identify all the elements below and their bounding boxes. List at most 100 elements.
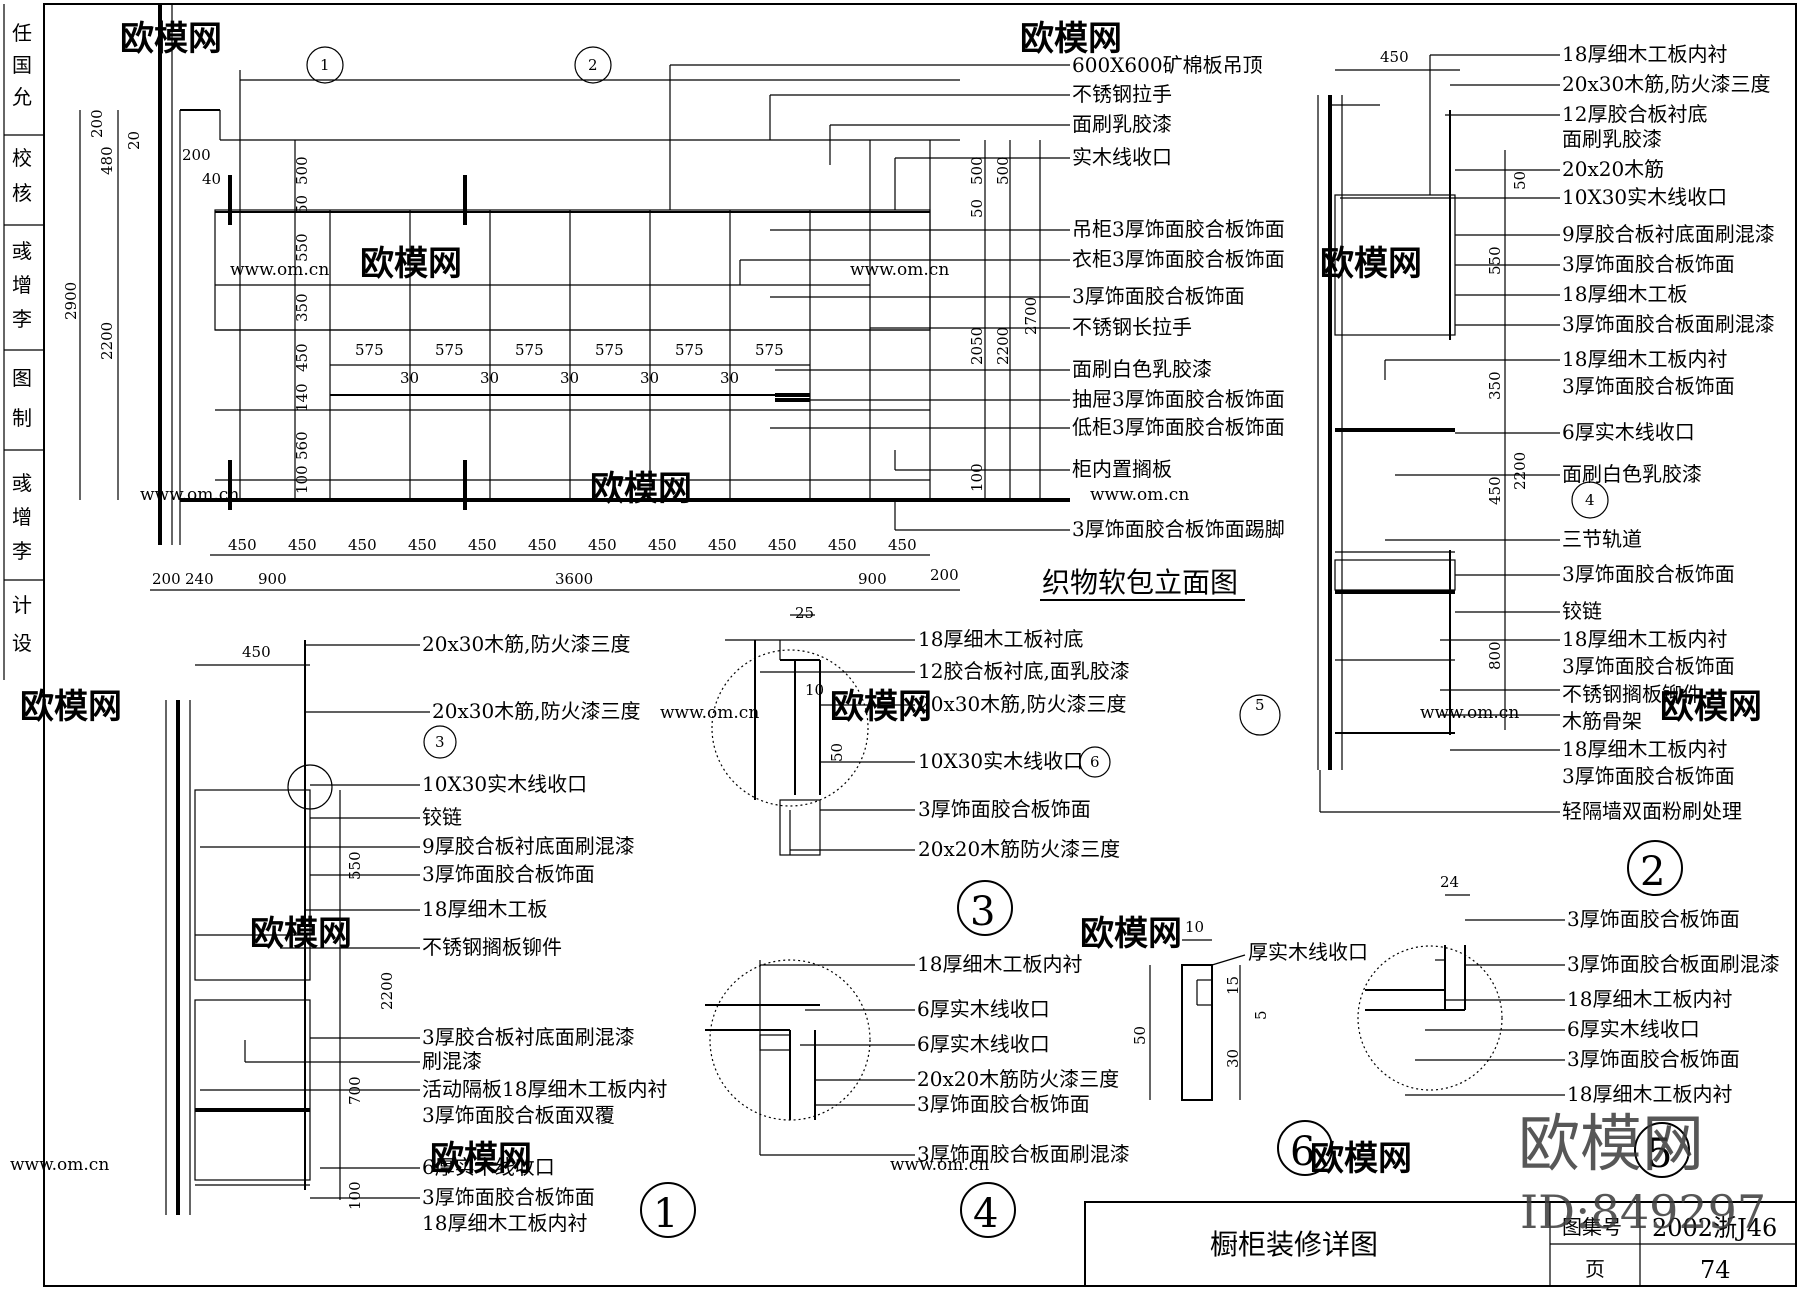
dim-label: 500 xyxy=(994,156,1012,185)
dim-label: 450 xyxy=(1486,476,1504,505)
detail-number: 6 xyxy=(1290,1129,1315,1175)
sidebar-char: 国 xyxy=(12,53,32,77)
elevation-drawing: 2900 2200 480 200 20 200 40 500 50 550 3… xyxy=(62,5,1285,601)
callout-label: 20x30木筋,防火漆三度 xyxy=(432,699,641,723)
callout-label: 9厚胶合板衬底面刷混漆 xyxy=(1562,222,1775,246)
dim-label: 3600 xyxy=(555,570,593,588)
callout-label: 不锈钢长拉手 xyxy=(1072,315,1192,339)
callout-label: 3厚饰面胶合板面刷混漆 xyxy=(1567,952,1780,976)
callout-label: 18厚细木工板内衬 xyxy=(1567,1082,1732,1106)
dim-label: 25 xyxy=(795,604,814,622)
callout-label: 3厚饰面胶合板饰面 xyxy=(1562,374,1735,398)
dim-label: 2700 xyxy=(1022,297,1040,335)
dim-label: 100 xyxy=(346,1181,364,1210)
detail-6: 10 15 5 50 30 厚实木线收口 6 xyxy=(1131,918,1368,1176)
sidebar-char: 图 xyxy=(12,366,32,390)
dim-label: 575 xyxy=(755,341,784,359)
atlas-label: 图集号 xyxy=(1562,1215,1622,1239)
dim-label: 140 xyxy=(293,383,311,412)
callout-label: 18厚细木工板内衬 xyxy=(1567,987,1732,1011)
detail-number: 3 xyxy=(970,889,995,935)
sidebar-char: 增 xyxy=(12,273,32,297)
dim-label: 2900 xyxy=(62,282,80,320)
sidebar-signatures: 任 国 允 校 核 彧 增 李 图 制 彧 增 李 计 设 xyxy=(4,21,44,655)
dim-label: 450 xyxy=(588,536,617,554)
section-marker-label: 1 xyxy=(320,56,330,74)
dim-label: 2200 xyxy=(1511,452,1529,490)
callout-label: 不锈钢拉手 xyxy=(1072,82,1172,106)
sidebar-char: 增 xyxy=(12,505,32,529)
sidebar-char: 允 xyxy=(12,85,32,109)
detail-1: 450 550 2200 700 100 3 20x30木筋,防火漆三度 20x… xyxy=(165,632,696,1238)
dim-label: 30 xyxy=(400,369,419,387)
sidebar-char: 李 xyxy=(12,307,32,331)
detail-number-circle xyxy=(640,1182,696,1238)
callout-label: 低柜3厚饰面胶合板饰面 xyxy=(1072,415,1285,439)
callout-label: 厚实木线收口 xyxy=(1248,940,1368,964)
section-marker-label: 6 xyxy=(1090,753,1100,771)
dim-label: 550 xyxy=(1486,246,1504,275)
title-block: 橱柜装修详图 图集号 2002浙J46 页 74 xyxy=(1084,1201,1797,1287)
brand-watermark: 欧模网 ID:849297 xyxy=(1518,1107,1766,1239)
dim-label: 200 xyxy=(152,570,181,588)
page-value: 74 xyxy=(1700,1256,1731,1284)
watermark-brand: 欧模网 xyxy=(1310,1139,1412,1179)
callout-label: 18厚细木工板 xyxy=(422,897,547,921)
callout-label: 3厚饰面胶合板饰面 xyxy=(1562,654,1735,678)
detail-number-circle xyxy=(957,880,1013,936)
callout-label: 3厚饰面胶合板饰面 xyxy=(1562,562,1735,586)
detail-number-circle xyxy=(960,1182,1016,1238)
section-marker-label: 2 xyxy=(588,56,598,74)
callout-label: 6厚实木线收口 xyxy=(1562,420,1695,444)
dim-label: 5 xyxy=(1252,1010,1270,1020)
dim-label: 350 xyxy=(293,293,311,322)
callout-label: 3厚饰面胶合板饰面 xyxy=(917,1092,1090,1116)
callout-label: 20x30木筋,防火漆三度 xyxy=(422,632,631,656)
dim-label: 30 xyxy=(1224,1049,1242,1068)
dim-label: 450 xyxy=(648,536,677,554)
sidebar-char: 计 xyxy=(12,593,32,617)
watermark-brand: 欧模网 xyxy=(590,469,692,509)
dim-label: 350 xyxy=(1486,371,1504,400)
section-marker xyxy=(574,46,612,84)
dim-label: 450 xyxy=(828,536,857,554)
callout-label: 轻隔墙双面粉刷处理 xyxy=(1562,799,1742,823)
dim-label: 500 xyxy=(293,156,311,185)
detail-number-circle xyxy=(1627,840,1683,896)
dim-label: 30 xyxy=(560,369,579,387)
callout-label: 3厚饰面胶合板面双覆 xyxy=(422,1103,615,1127)
dim-label: 575 xyxy=(435,341,464,359)
sidebar-char: 彧 xyxy=(12,239,32,263)
callout-label: 实木线收口 xyxy=(1072,145,1172,169)
callout-label: 面刷乳胶漆 xyxy=(1072,112,1172,136)
dim-label: 50 xyxy=(1511,171,1529,190)
section-marker xyxy=(423,725,457,759)
dim-label: 2050 xyxy=(968,327,986,365)
dim-label: 2200 xyxy=(994,327,1012,365)
callout-label: 10X30实木线收口 xyxy=(1562,185,1727,209)
callout-label: 活动隔板18厚细木工板内衬 xyxy=(422,1077,667,1101)
callout-label: 衣柜3厚饰面胶合板饰面 xyxy=(1072,247,1285,271)
dim-label: 450 xyxy=(408,536,437,554)
callout-label: 10X30实木线收口 xyxy=(918,749,1083,773)
callout-label: 面刷白色乳胶漆 xyxy=(1072,357,1212,381)
callout-label: 3厚饰面胶合板饰面 xyxy=(1567,1047,1740,1071)
callout-label: 6厚实木线收口 xyxy=(422,1155,555,1179)
watermark-brand: 欧模网 xyxy=(250,914,352,954)
dim-label: 30 xyxy=(480,369,499,387)
watermark-brand: 欧模网 xyxy=(120,19,222,59)
dim-label: 450 xyxy=(288,536,317,554)
watermark-url: www.om.cn xyxy=(1420,703,1519,723)
dim-label: 900 xyxy=(258,570,287,588)
section-marker xyxy=(306,46,344,84)
dim-label: 575 xyxy=(355,341,384,359)
dim-label: 10 xyxy=(805,681,824,699)
callout-label: 3厚饰面胶合板饰面 xyxy=(1072,284,1245,308)
callout-label: 20x30木筋,防火漆三度 xyxy=(1562,72,1771,96)
section-marker xyxy=(1239,694,1281,736)
watermark-brand: 欧模网 xyxy=(830,687,932,727)
dim-label: 450 xyxy=(708,536,737,554)
watermark-brand: 欧模网 xyxy=(1320,244,1422,284)
callout-label: 18厚细木工板内衬 xyxy=(422,1211,587,1235)
